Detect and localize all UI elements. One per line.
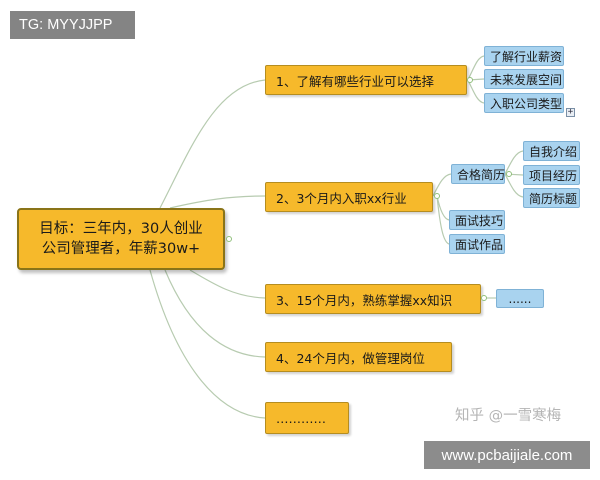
- connector-central-branch-1: [159, 79, 266, 209]
- leaf-interview-skills[interactable]: 面试技巧: [449, 210, 505, 230]
- leaf-ellipsis[interactable]: ......: [496, 289, 544, 308]
- leaf-qualified-resume[interactable]: 合格简历: [451, 164, 505, 184]
- connector-resume-sub-3: [504, 173, 524, 198]
- leaf-resume-title[interactable]: 简历标题: [523, 188, 580, 208]
- branch-1[interactable]: 1、了解有哪些行业可以选择: [265, 65, 467, 95]
- connector-central-branch-2: [169, 195, 266, 209]
- leaf-future-development[interactable]: 未来发展空间: [484, 69, 564, 89]
- connector-b2-leaf-resume: [432, 173, 452, 197]
- tg-watermark: TG: MYYJJPP: [10, 11, 135, 39]
- branch-3[interactable]: 3、15个月内，熟练掌握xx知识: [265, 284, 481, 314]
- connector-b1-leaf-1: [467, 55, 485, 81]
- site-watermark: www.pcbaijiale.com: [424, 441, 590, 469]
- central-topic-line-2: 公司管理者，年薪30w+: [41, 241, 201, 257]
- leaf-self-introduction[interactable]: 自我介绍: [523, 141, 580, 161]
- central-topic[interactable]: 目标：三年内，30人创业 公司管理者，年薪30w+: [17, 208, 225, 270]
- collapse-icon[interactable]: [467, 77, 473, 83]
- leaf-company-type[interactable]: 入职公司类型: [484, 93, 564, 113]
- leaf-industry-salary[interactable]: 了解行业薪资: [484, 46, 564, 66]
- leaf-interview-works[interactable]: 面试作品: [449, 234, 505, 254]
- central-topic-line-1: 目标：三年内，30人创业: [39, 221, 203, 237]
- connector-b1-leaf-3: [467, 79, 485, 104]
- connector-central-branch-3: [189, 269, 266, 299]
- connector-central-branch-5: [149, 269, 266, 419]
- leaf-project-experience[interactable]: 项目经历: [523, 165, 580, 185]
- collapse-icon[interactable]: [434, 193, 440, 199]
- connector-resume-sub-1: [504, 150, 524, 175]
- branch-4[interactable]: 4、24个月内，做管理岗位: [265, 342, 452, 372]
- connector-b2-leaf-works: [436, 195, 450, 245]
- zhihu-watermark: 知乎 @一雪寒梅: [455, 408, 562, 424]
- collapse-icon[interactable]: [226, 236, 232, 242]
- collapse-icon[interactable]: [481, 295, 487, 301]
- branch-2[interactable]: 2、3个月内入职xx行业: [265, 182, 433, 212]
- branch-5[interactable]: …………: [265, 402, 349, 434]
- connector-central-branch-4: [164, 269, 266, 358]
- collapse-icon[interactable]: [506, 171, 512, 177]
- expand-icon[interactable]: +: [566, 107, 575, 117]
